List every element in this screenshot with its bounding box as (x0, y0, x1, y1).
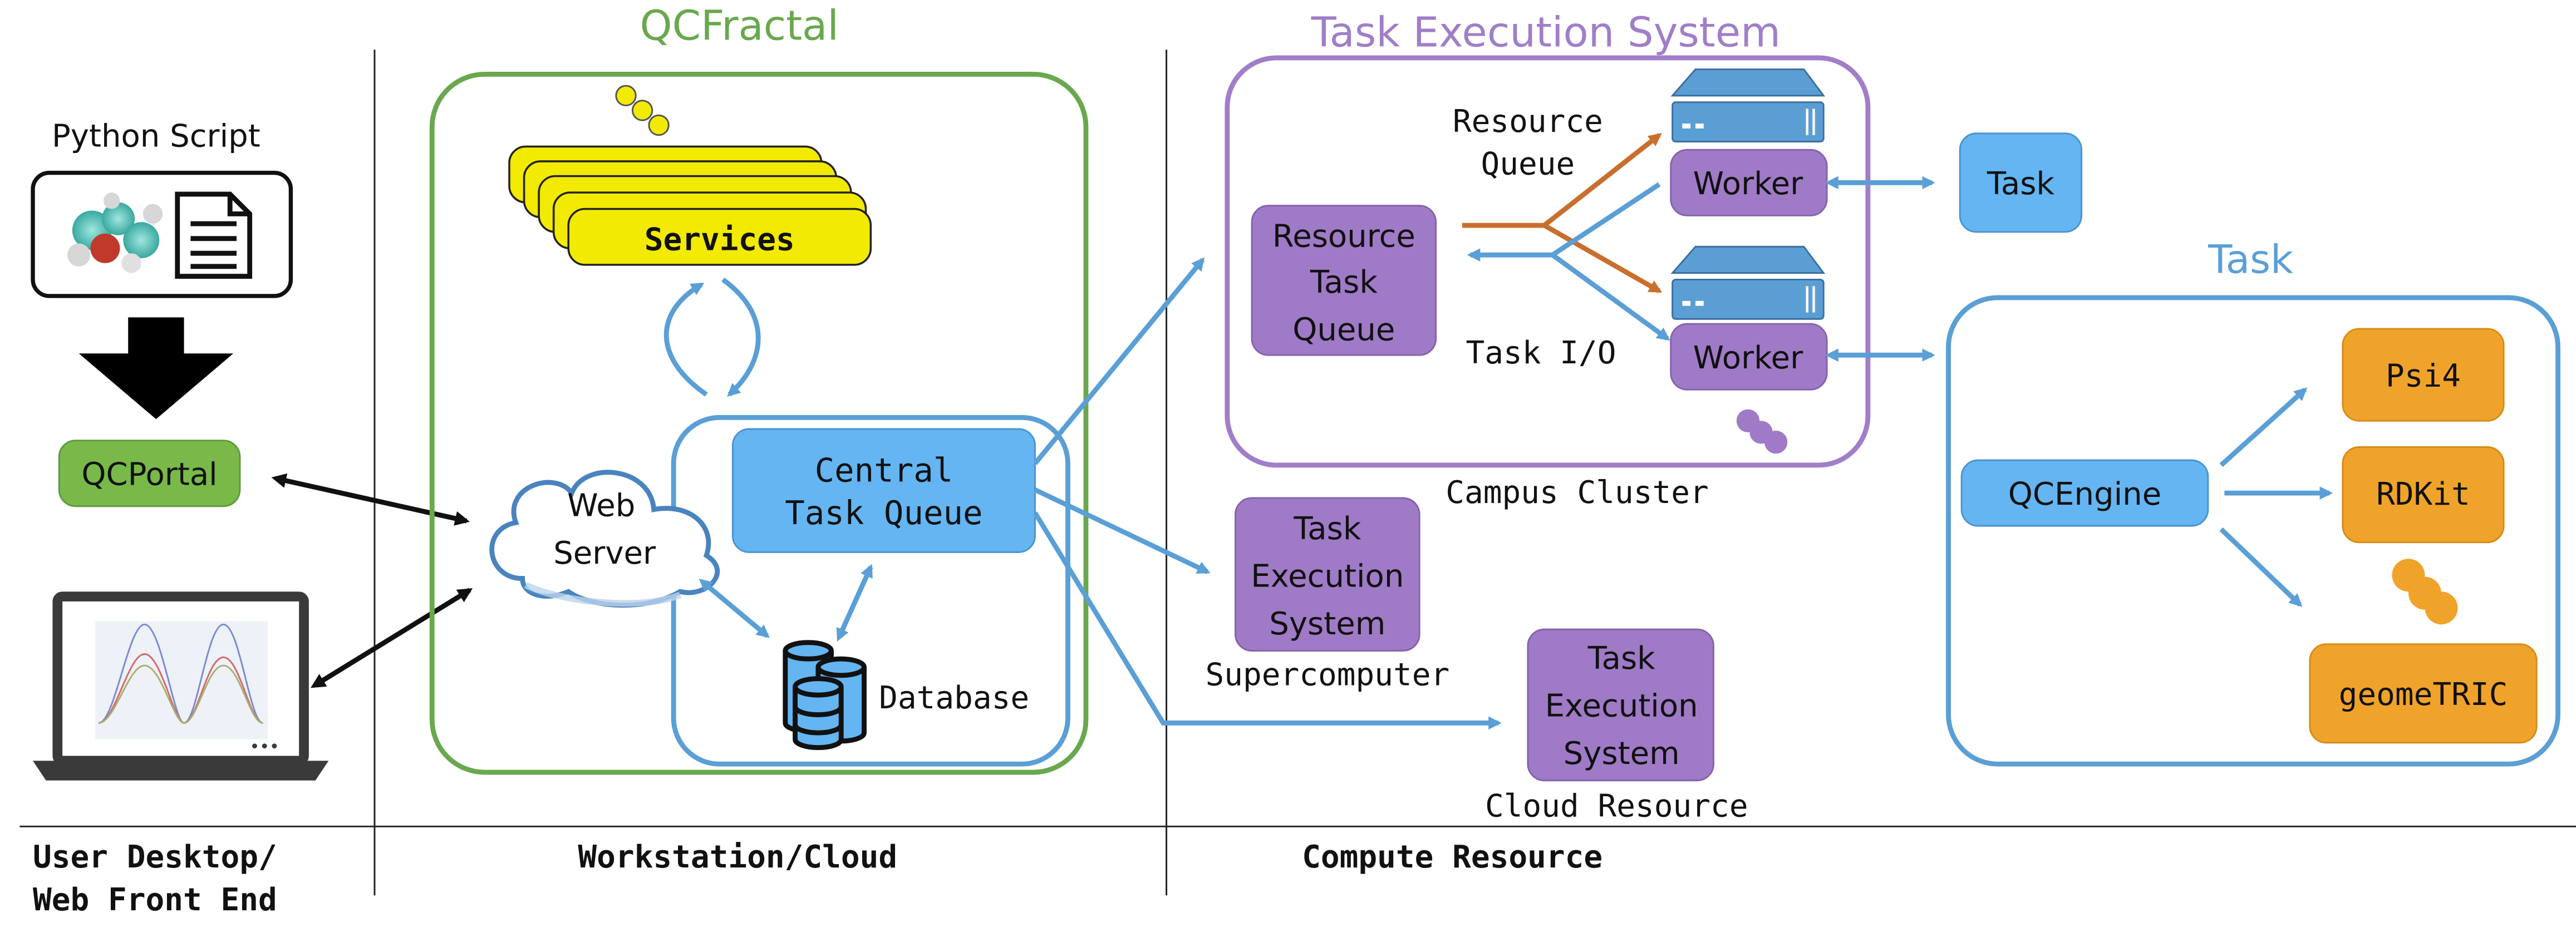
server-db-arrow (699, 579, 770, 638)
supercomputer-line1: Task (1293, 511, 1361, 547)
task-io-label: Task I/O (1466, 335, 1616, 371)
supercomputer-label: Supercomputer (1205, 657, 1449, 693)
worker2-io-arrow (1551, 253, 1670, 341)
cloud-line1: Task (1587, 640, 1656, 677)
python-script-label: Python Script (52, 118, 260, 154)
task-box[interactable]: Task (1959, 132, 2083, 233)
qcportal-webserver-arrow (271, 473, 470, 526)
services-dot-icon (615, 85, 637, 107)
worker1-io-arrow (1467, 182, 1661, 262)
resource-queue-line1: Resource (1453, 103, 1603, 140)
queue-to-worker2-arrow (1543, 223, 1663, 293)
web-server-line1: Web (567, 487, 635, 524)
rdkit-label: RDKit (2376, 476, 2470, 512)
worker-1[interactable]: Worker (1670, 149, 1828, 216)
server-icon (1670, 68, 1826, 142)
footer-col2: Workstation/Cloud (578, 839, 897, 875)
worker-label: Worker (1693, 340, 1803, 376)
qcengine-box[interactable]: QCEngine (1960, 459, 2209, 527)
services-dot-icon (631, 100, 653, 121)
resource-task-queue[interactable]: Resource Task Queue (1251, 205, 1437, 356)
footer-col3: Compute Resource (1302, 839, 1602, 875)
services-dot-icon (648, 114, 670, 136)
campus-cluster-label: Campus Cluster (1446, 475, 1709, 511)
more-engines-icon (2392, 559, 2458, 625)
task-panel-title: Task (2208, 236, 2293, 283)
services-stack: Services (508, 85, 872, 266)
queue-db-arrow (836, 564, 873, 642)
queue-to-campus-arrow (1033, 257, 1205, 465)
more-workers-icon (1736, 409, 1788, 454)
laptop-icon (33, 591, 329, 781)
cloud-tes[interactable]: Task Execution System (1527, 628, 1714, 782)
molecule-icon (67, 192, 163, 273)
services-box[interactable] (567, 208, 872, 266)
geometric-label: geomeTRIC (2339, 677, 2508, 713)
resource-queue-line2: Queue (1481, 146, 1575, 183)
qcportal-label: QCPortal (81, 456, 217, 492)
qcengine-label: QCEngine (2008, 476, 2161, 512)
cloud-line2: Execution (1545, 688, 1698, 724)
web-server[interactable]: Web Server (489, 470, 720, 608)
supercomputer-line2: Execution (1251, 558, 1404, 594)
tes-title: Task Execution System (1311, 9, 1781, 56)
qcengine-psi4-arrow (2219, 387, 2308, 467)
document-icon (175, 191, 253, 279)
task-label: Task (1987, 166, 2055, 202)
geometric-box[interactable]: geomeTRIC (2309, 643, 2538, 744)
rdkit-box[interactable]: RDKit (2342, 446, 2505, 544)
server-icon (1670, 245, 1826, 320)
web-server-line2: Server (553, 535, 656, 571)
resource-task-queue-line1: Resource (1272, 218, 1415, 254)
queue-to-supercomputer-arrow (1034, 487, 1211, 574)
qcfractal-box (429, 72, 1089, 775)
qcengine-geometric-arrow (2219, 527, 2303, 607)
server-to-services-arrow (721, 277, 761, 397)
central-queue-line2: Task Queue (785, 494, 982, 532)
worker-label: Worker (1693, 166, 1803, 202)
footer-col1-line1: User Desktop/ (33, 839, 277, 875)
resource-task-queue-line2: Task (1310, 264, 1378, 300)
cloud-line3: System (1564, 736, 1680, 772)
database-icon (783, 640, 867, 751)
cloud-resource-label: Cloud Resource (1485, 788, 1748, 825)
footer-col1-line2: Web Front End (33, 882, 277, 918)
supercomputer-tes[interactable]: Task Execution System (1235, 497, 1420, 652)
campus-cluster-box (1225, 55, 1871, 468)
worker-2[interactable]: Worker (1670, 323, 1828, 391)
qcportal-button[interactable]: QCPortal (58, 440, 241, 507)
resource-task-queue-line3: Queue (1292, 312, 1395, 348)
psi4-box[interactable]: Psi4 (2342, 328, 2505, 422)
database-label: Database (879, 680, 1029, 716)
services-label: Services (645, 221, 795, 258)
supercomputer-line3: System (1269, 606, 1385, 642)
central-queue-line1: Central (815, 451, 953, 489)
psi4-label: Psi4 (2386, 358, 2461, 394)
task-panel-box (1946, 295, 2560, 767)
qcfractal-title: QCFractal (640, 3, 839, 50)
down-arrow-icon (78, 317, 234, 420)
laptop-webserver-arrow (310, 588, 473, 688)
queue-to-cloud-arrow (1033, 511, 1502, 730)
python-script-box (31, 170, 293, 298)
central-task-queue[interactable]: Central Task Queue (731, 428, 1036, 553)
services-to-server-arrow (663, 282, 708, 397)
